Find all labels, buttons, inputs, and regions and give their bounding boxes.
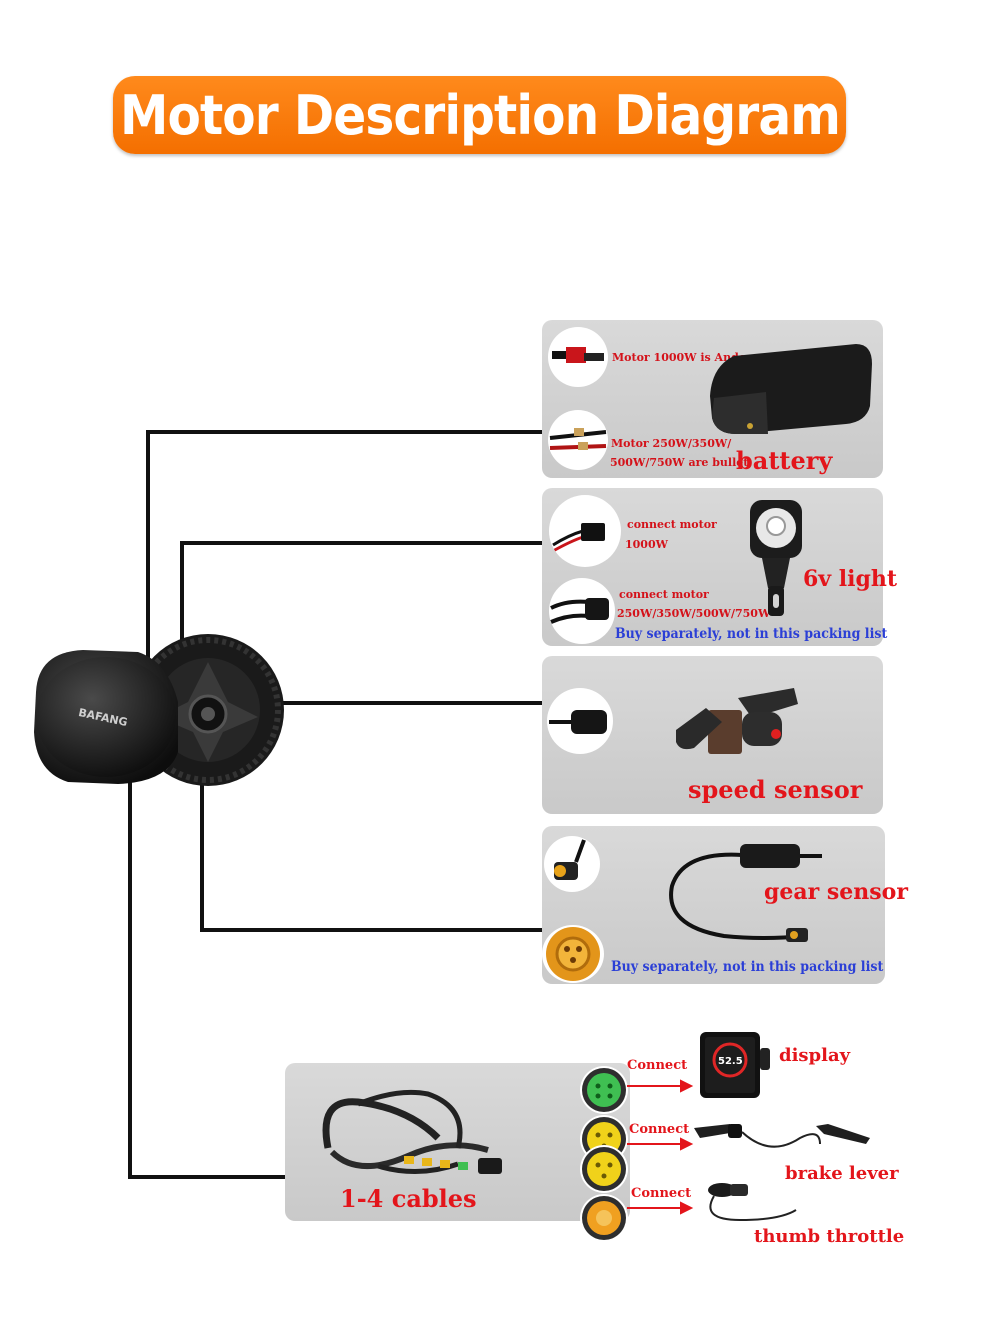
- display-label: display: [779, 1045, 851, 1066]
- line-battery: [146, 430, 542, 660]
- thumb-throttle-label: thumb throttle: [754, 1226, 905, 1247]
- connect-label-display: Connect: [627, 1058, 688, 1073]
- bullet-note-line1: Motor 250W/350W/: [611, 437, 732, 450]
- thumb-throttle-image: [708, 1183, 797, 1222]
- speed-sensor-label: speed sensor: [688, 775, 863, 804]
- battery-label: battery: [736, 446, 833, 475]
- mid-drive-motor: BAFANG: [34, 634, 284, 786]
- green-connector-image: [580, 1066, 628, 1114]
- connect-label-brake: Connect: [629, 1122, 690, 1137]
- line-gear-sensor: [200, 780, 542, 932]
- gear-sensor-plug-image: [542, 925, 604, 983]
- speed-sensor-connector-image: [547, 688, 613, 754]
- speed-sensor-image: [676, 688, 798, 754]
- gear-sensor-label: gear sensor: [764, 879, 908, 905]
- light-connector-1000w-image: [549, 495, 621, 567]
- light-1000w-note-line2: 1000W: [625, 538, 668, 551]
- battery-image: [710, 344, 872, 434]
- cables-label: 1-4 cables: [340, 1184, 477, 1213]
- light-1000w-note-line1: connect motor: [627, 518, 717, 531]
- gear-sensor-buy-note: Buy separately, not in this packing list: [611, 959, 884, 975]
- connect-arrows: [627, 1079, 694, 1215]
- orange-connector-image: [580, 1194, 628, 1242]
- light-buy-note: Buy separately, not in this packing list: [615, 626, 888, 642]
- line-cables: [128, 780, 285, 1179]
- display-speed-reading: 52.5: [718, 1056, 743, 1067]
- bullet-note-line2: 500W/750W are bullet: [610, 456, 749, 469]
- page-title: Motor Description Diagram: [119, 83, 841, 147]
- brake-lever-label: brake lever: [785, 1163, 899, 1184]
- light-connector-small-image: [549, 578, 615, 644]
- gear-sensor-image: [669, 844, 822, 942]
- title-banner: Motor Description Diagram: [113, 76, 846, 154]
- cable-harness-image: [322, 1089, 502, 1174]
- light-small-note-line1: connect motor: [619, 588, 709, 601]
- light-image: [750, 500, 802, 616]
- connect-label-throttle: Connect: [631, 1186, 692, 1201]
- line-light: [180, 541, 542, 650]
- bullet-connector-image: [548, 410, 608, 470]
- anderson-connector-image: [548, 327, 608, 387]
- yellow-connector-2-image: [580, 1145, 628, 1193]
- display-image: 52.5: [700, 1032, 770, 1098]
- light-small-note-line2: 250W/350W/500W/750W: [617, 607, 771, 620]
- brake-lever-image: [694, 1124, 870, 1148]
- gear-sensor-connector-image: [544, 836, 600, 892]
- light-label: 6v light: [803, 566, 898, 592]
